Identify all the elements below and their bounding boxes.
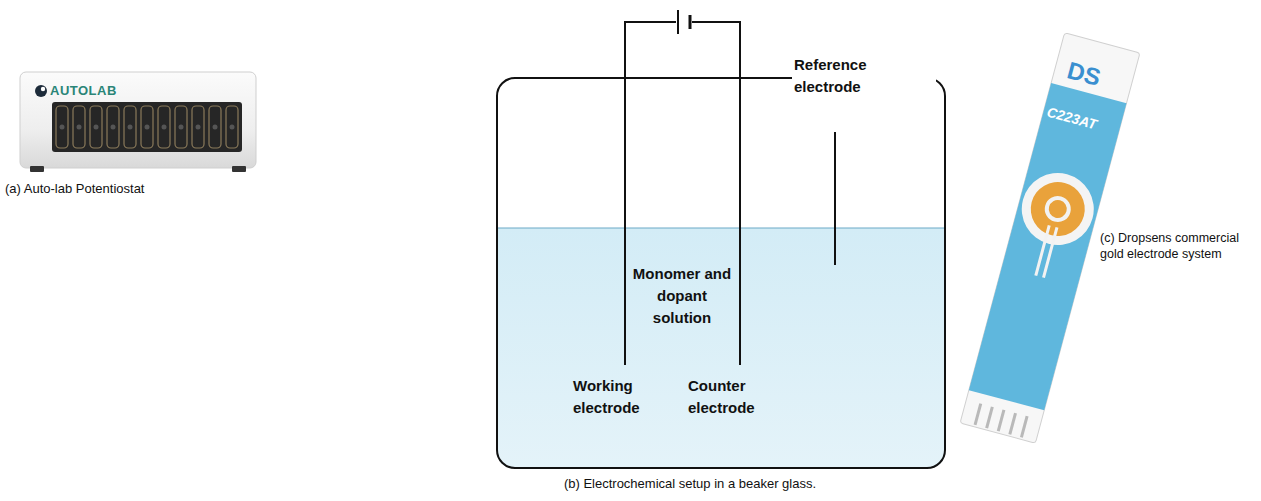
solution-label: Monomer and dopant solution: [632, 263, 732, 329]
electrode-label: Reference electrode: [792, 54, 936, 98]
figure-caption: (a) Auto-lab Potentiostat: [5, 181, 245, 196]
figure-caption: (b) Electrochemical setup in a beaker gl…: [490, 476, 890, 491]
beaker-node: Monomer and dopant solutionWorking elect…: [497, 78, 945, 468]
beaker-setup: [497, 10, 945, 468]
electrode-label: Working electrode: [573, 375, 668, 419]
brand-logo: AUTOLAB: [50, 83, 117, 98]
figure-caption: (c) Dropsens commercial gold electrode s…: [1100, 230, 1255, 262]
electrode-label: Counter electrode: [688, 375, 783, 419]
potentiostat-device: [20, 72, 256, 172]
